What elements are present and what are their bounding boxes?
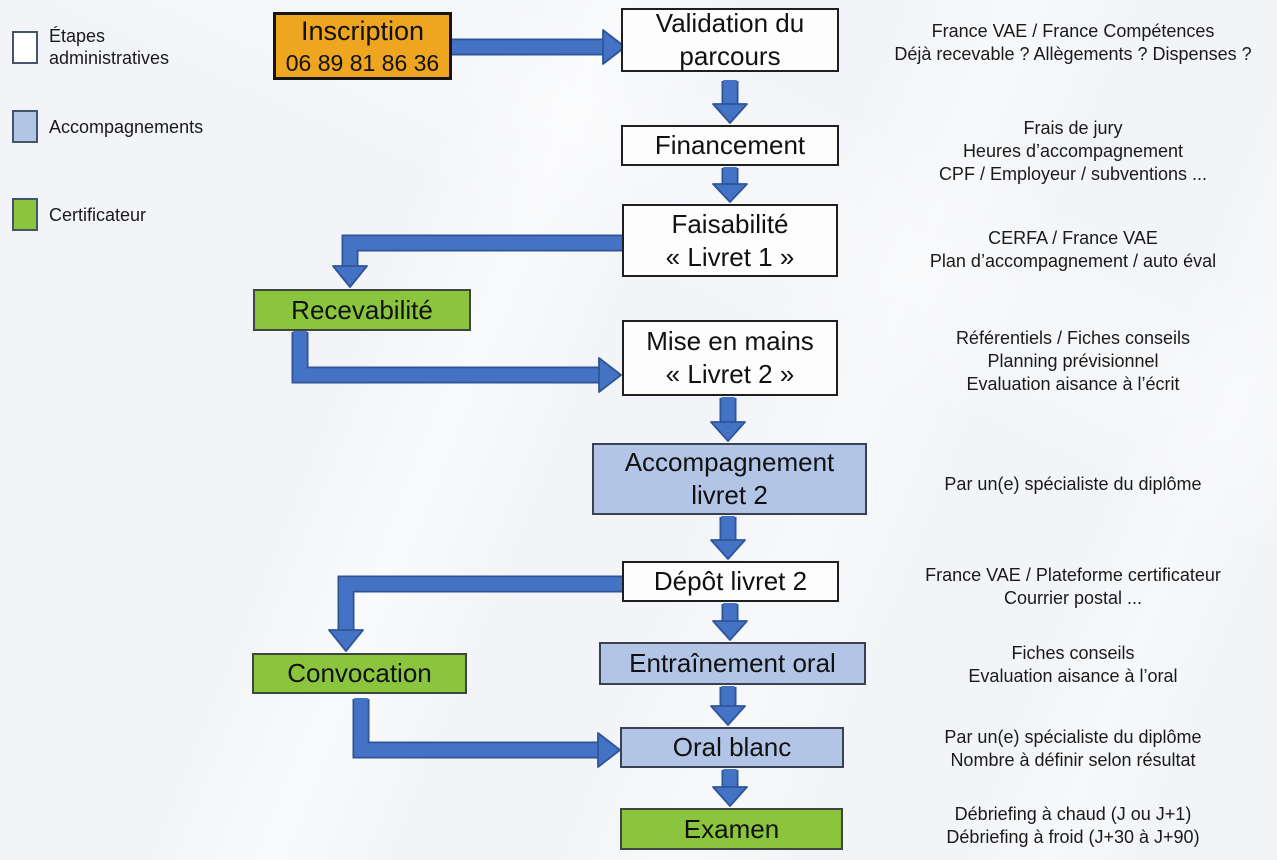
flow-node-convocation: Convocation [252,653,467,694]
flow-node-faisabilite-livret-1: Faisabilité« Livret 1 » [622,204,838,277]
legend-label-certificateur: Certificateur [49,204,147,225]
arrow-depot-convocation [328,575,622,652]
arrow-convocation-oral-blanc [352,698,621,768]
flow-node-examen: Examen [620,808,843,850]
flow-node-mise-en-mains-livret-2: Mise en mains« Livret 2 » [622,320,838,396]
flow-node-recevabilite: Recevabilité [253,289,471,331]
arrow-mise-en-mains-accompagnement [710,397,746,442]
legend-item-certificateur: Certificateur [12,198,146,231]
flow-node-oral-blanc: Oral blanc [620,727,844,768]
arrow-oral-blanc-examen [712,769,748,807]
flow-node-depot-livret-2: Dépôt livret 2 [622,561,839,602]
arrow-recevabilite-mise-en-mains [291,331,622,393]
legend-label-accompagnements: Accompagnements [49,116,204,137]
arrow-inscription-validation [452,29,626,65]
arrow-entrainement-oral-blanc [710,686,746,726]
annotation-accompagnement: Par un(e) spécialiste du diplôme [944,474,1202,494]
flow-node-entrainement-oral: Entraînement oral [599,642,866,685]
flow-node-financement: Financement [621,125,839,166]
arrow-faisabilite-recevabilite [332,234,622,288]
annotation-examen: Débriefing à chaud (J ou J+1)Débriefing … [946,804,1200,847]
arrow-accompagnement-depot [710,516,746,560]
legend-swatch-accompagnements [12,110,38,143]
arrow-validation-financement [712,80,748,124]
legend-item-accompagnements: Accompagnements [12,110,203,143]
arrow-financement-faisabilite [712,167,748,203]
legend-swatch-etapes-administratives [12,30,38,64]
arrow-depot-entrainement [712,603,748,641]
legend-swatch-certificateur [12,198,38,231]
